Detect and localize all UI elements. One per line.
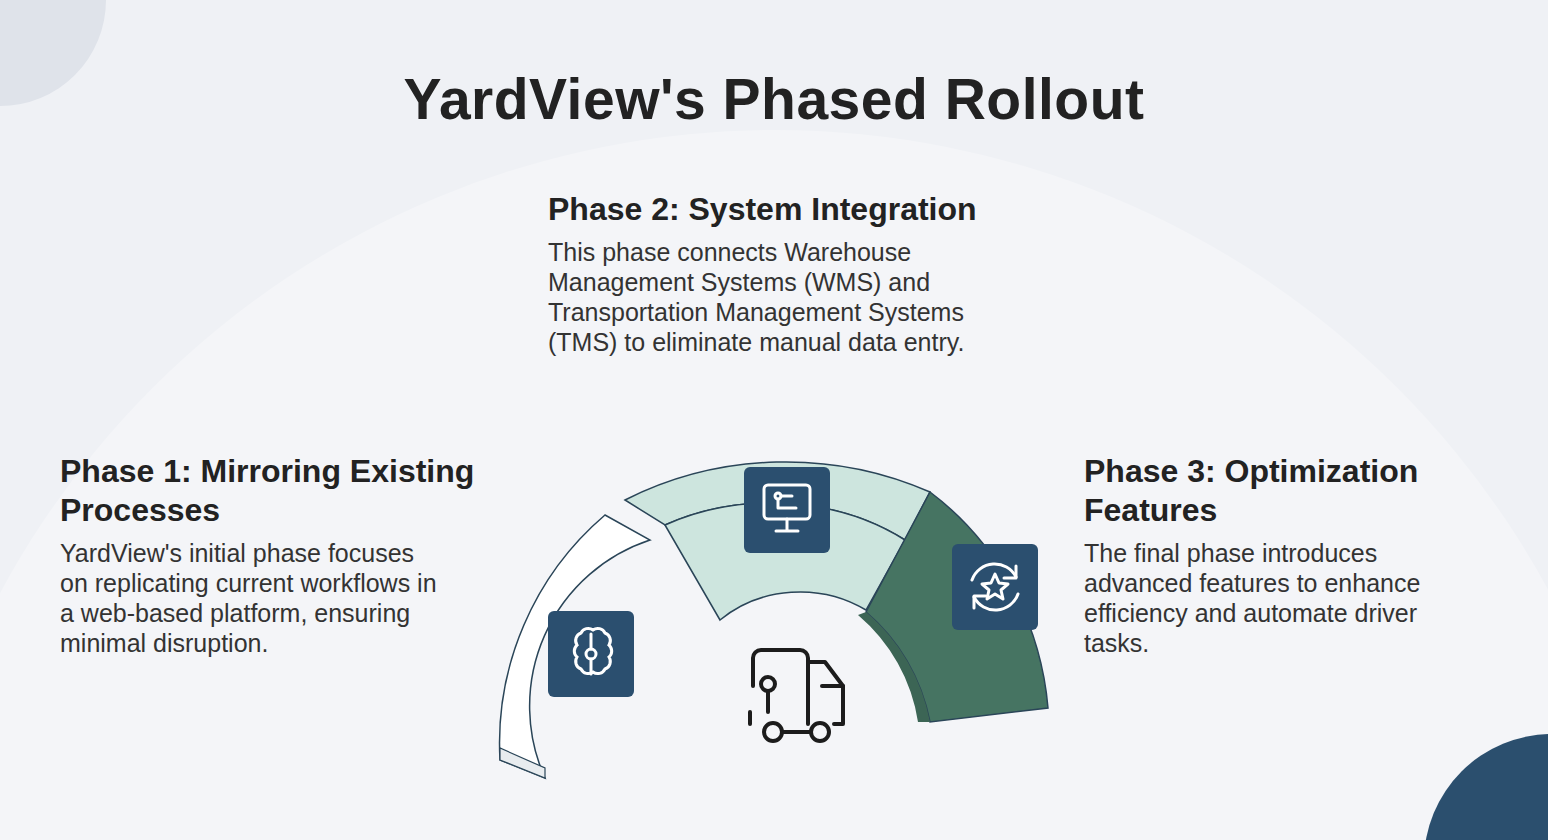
phase-description: YardView's initial phase focuses on repl… — [60, 538, 440, 658]
corner-circle — [1424, 734, 1548, 840]
gear-icon — [574, 628, 611, 674]
arc-segment — [866, 492, 1048, 722]
phase-heading: Phase 3: Optimization Features — [1084, 452, 1484, 530]
phase-block: Phase 2: System IntegrationThis phase co… — [548, 190, 1018, 357]
icon-tile — [744, 467, 830, 553]
phase-block: Phase 1: Mirroring Existing ProcessesYar… — [60, 452, 500, 658]
star-refresh-icon — [972, 564, 1018, 610]
monitor-icon — [764, 485, 810, 531]
phase-description: This phase connects Warehouse Management… — [548, 237, 978, 357]
truck-icon — [750, 650, 843, 741]
phase-heading: Phase 1: Mirroring Existing Processes — [60, 452, 500, 530]
corner-circle — [0, 0, 106, 106]
diagram-title: YardView's Phased Rollout — [0, 66, 1548, 132]
phase-block: Phase 3: Optimization FeaturesThe final … — [1084, 452, 1484, 658]
background-circle — [0, 130, 1548, 840]
phase-heading: Phase 2: System Integration — [548, 190, 1018, 229]
phase-description: The final phase introduces advanced feat… — [1084, 538, 1464, 658]
icon-tile — [952, 544, 1038, 630]
icon-tile — [548, 611, 634, 697]
arc-edge — [500, 748, 545, 778]
arc-segment — [500, 515, 650, 778]
arc-edge — [858, 612, 930, 722]
